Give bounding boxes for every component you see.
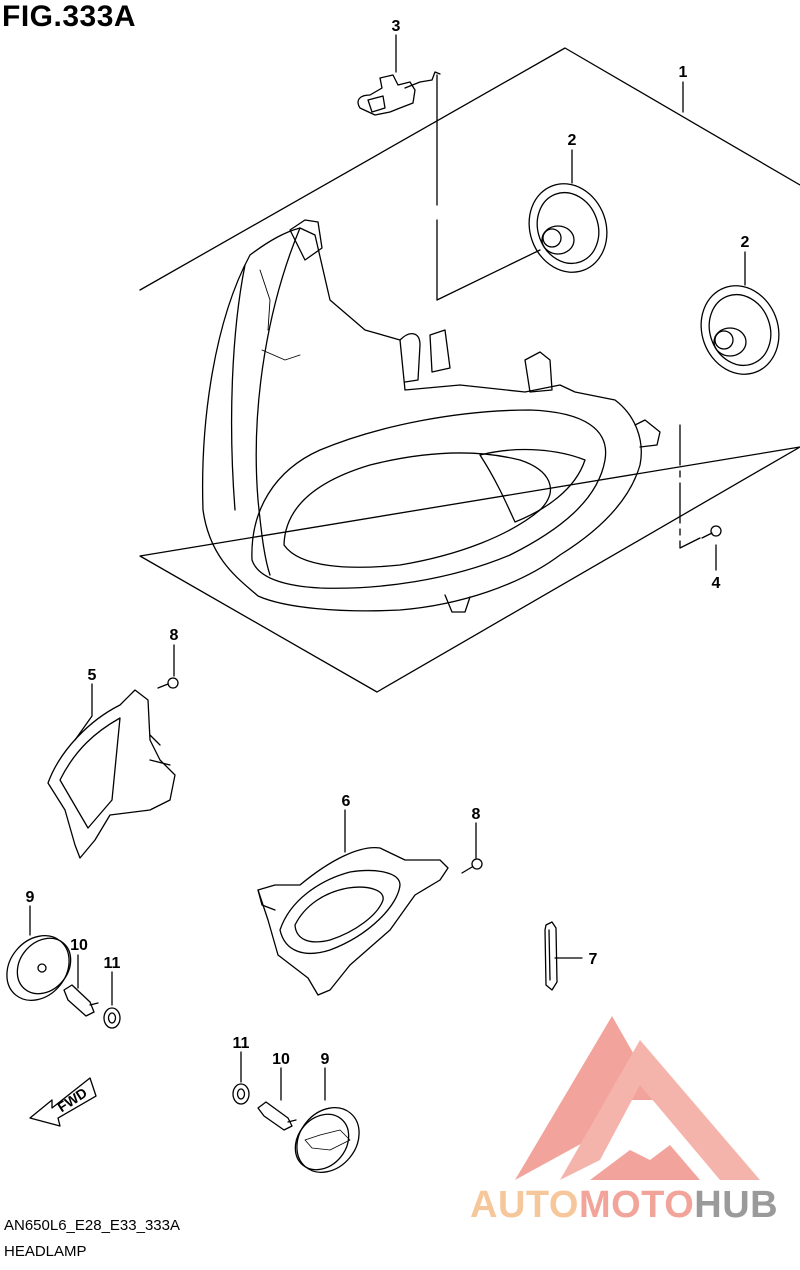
callout-11b: 11: [233, 1035, 250, 1052]
figure-title: FIG.333A: [2, 0, 137, 33]
h4-bulb-part-3: [357, 71, 441, 116]
callout-8b: 8: [472, 806, 481, 823]
automotohub-logo-text: AUTOMOTOHUB: [470, 1184, 778, 1227]
callout-9b: 9: [321, 1051, 330, 1068]
callout-1: 1: [679, 64, 688, 81]
logo-text-moto: MOTO: [578, 1184, 695, 1226]
right-bracket-part-6: [257, 846, 449, 996]
washer-part-11a: [103, 1007, 121, 1029]
socket-cover-part-2b: [700, 285, 780, 375]
callout-5: 5: [88, 667, 97, 684]
callout-2a: 2: [568, 132, 577, 149]
screw-part-4: [701, 525, 722, 539]
callout-10a: 10: [70, 937, 88, 954]
callout-9a: 9: [26, 889, 35, 906]
figure-code: AN650L6_E28_E33_333A: [4, 1217, 180, 1234]
callout-3: 3: [392, 18, 401, 35]
callout-8a: 8: [170, 627, 179, 644]
spacer-part-10a: [63, 984, 99, 1017]
socket-cover-part-2a: [528, 183, 608, 273]
callout-7: 7: [589, 951, 598, 968]
leader-line-2a-link: [436, 249, 541, 301]
logo-text-auto: AUTO: [470, 1184, 579, 1226]
reflector-part-9b: [294, 1107, 360, 1173]
callout-11a: 11: [104, 955, 121, 972]
screw-part-8a: [157, 677, 179, 689]
callout-6: 6: [342, 793, 351, 810]
spacer-part-10b: [257, 1101, 297, 1131]
callout-4: 4: [712, 575, 721, 592]
automotohub-logo-mark: [515, 1016, 760, 1180]
washer-part-11b: [232, 1083, 250, 1105]
callout-10b: 10: [272, 1051, 290, 1068]
clip-part-7: [544, 921, 558, 991]
leader-line-5: [74, 683, 93, 741]
assembly-box-outline: [139, 47, 800, 693]
headlamp-housing: [202, 219, 661, 613]
fwd-arrow-icon: [29, 1077, 97, 1127]
callout-2b: 2: [741, 234, 750, 251]
screw-part-8b: [461, 858, 483, 874]
logo-text-hub: HUB: [694, 1184, 779, 1226]
figure-caption: HEADLAMP: [4, 1243, 87, 1260]
reflector-part-9a: [6, 935, 72, 1001]
left-bracket-part-5: [47, 689, 176, 859]
leader-line-4: [679, 424, 701, 549]
